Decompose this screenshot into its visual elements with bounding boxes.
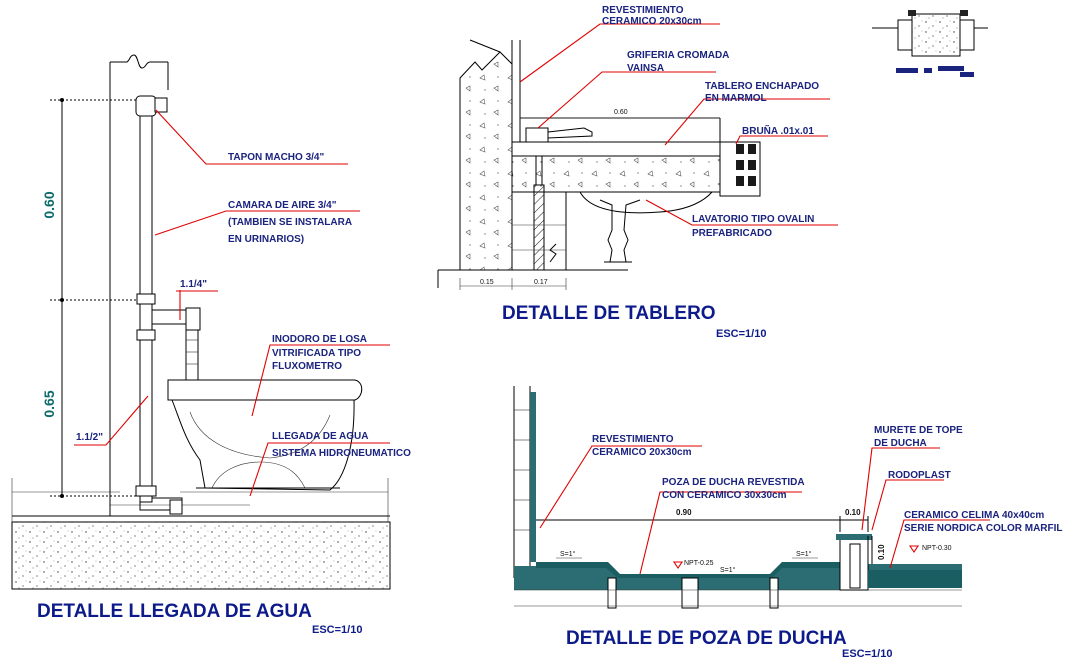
scale-tablero: ESC=1/10 — [716, 328, 766, 340]
label-rodo: RODOPLAST — [888, 470, 951, 481]
label-camara-3: EN URINARIOS) — [228, 234, 304, 245]
dim-upper: 0.60 — [41, 191, 57, 218]
water-detail: 0.60 0.65 TAPON MA — [11, 54, 411, 636]
dim-curb-h: 0.10 — [877, 544, 886, 560]
npt-left: NPT-0.25 — [684, 560, 714, 567]
label-llegada-2: SISTEMA HIDRONEUMATICO — [272, 448, 411, 459]
npt-right: NPT-0.30 — [922, 545, 952, 552]
title-tablero: DETALLE DE TABLERO — [502, 303, 716, 324]
wall-tile — [530, 392, 536, 562]
slope-right: S=1° — [796, 550, 812, 558]
label-grif-1: GRIFERIA CROMADA — [627, 50, 729, 61]
faucet — [525, 127, 593, 271]
label-pipe-114: 1.1/4" — [180, 279, 207, 290]
label-tab-rev-1: REVESTIMIENTO — [602, 5, 684, 16]
label-poza-1: POZA DE DUCHA REVESTIDA — [662, 477, 805, 488]
dim-tab-bl: 0.15 — [480, 279, 494, 286]
label-llegada-1: LLEGADA DE AGUA — [272, 431, 368, 442]
label-ducha-rev-2: CERAMICO 20x30cm — [592, 447, 692, 458]
title-ducha: DETALLE DE POZA DE DUCHA — [566, 628, 847, 649]
label-grif-2: VAINSA — [627, 63, 664, 74]
scale-water: ESC=1/10 — [312, 624, 362, 636]
label-camara-1: CAMARA DE AIRE 3/4" — [228, 200, 337, 211]
label-mur-2: DE DUCHA — [874, 438, 927, 449]
dim-tab-top: 0.60 — [614, 109, 628, 116]
label-mur-1: MURETE DE TOPE — [874, 425, 963, 436]
label-tab-1: TABLERO ENCHAPADO — [705, 81, 819, 92]
label-bruna: BRUÑA .01x.01 — [742, 124, 814, 137]
label-tab-rev-2: CERAMICO 20x30cm — [602, 16, 702, 27]
scale-ducha: ESC=1/10 — [842, 648, 892, 660]
slope-left: S=1° — [560, 550, 576, 558]
toilet-fixture — [167, 379, 363, 491]
pipe-coupling — [136, 293, 156, 305]
label-inodoro-2: VITRIFICADA TIPO — [272, 348, 361, 359]
label-poza-2: CON CERAMICO 30x30cm — [662, 490, 787, 501]
title-water: DETALLE LLEGADA DE AGUA — [37, 601, 312, 622]
label-cer-2: SERIE NORDICA COLOR MARFIL — [904, 523, 1063, 534]
ovalin-sink — [511, 191, 713, 270]
slope-center: S=1° — [720, 566, 736, 574]
label-tab-2: EN MARMOL — [705, 93, 767, 104]
label-ducha-rev-1: REVESTIMIENTO — [592, 434, 674, 445]
label-lav-1: LAVATORIO TIPO OVALIN — [692, 214, 814, 225]
dim-lower: 0.65 — [41, 390, 57, 417]
riser-pipe — [139, 111, 153, 503]
floor-slab — [11, 521, 391, 590]
label-inodoro-3: FLUXOMETRO — [272, 361, 342, 372]
key-plan — [872, 10, 988, 77]
label-cer-1: CERAMICO CELIMA 40x40cm — [904, 510, 1044, 521]
label-inodoro-1: INODORO DE LOSA — [272, 334, 367, 345]
label-camara-2: (TAMBIEN SE INSTALARA — [228, 217, 352, 228]
concrete-wall — [459, 51, 513, 271]
label-tapon: TAPON MACHO 3/4" — [228, 152, 324, 163]
dim-ducha-width: 0.90 — [676, 508, 692, 517]
dim-tab-br: 0.17 — [534, 279, 548, 286]
shower-curb — [836, 534, 962, 591]
ducha-detail: 0.90 0.10 0.10 S=1° S=1° S=1° NPT-0.25 N… — [513, 386, 1063, 660]
label-lav-2: PREFABRICADO — [692, 228, 772, 239]
dim-curb-w: 0.10 — [845, 508, 861, 517]
tablero-detail: 0.60 0.15 0.17 REVESTIMIENTO CERAMICO 20… — [437, 5, 838, 340]
label-pipe-112: 1.1/2" — [76, 432, 103, 443]
